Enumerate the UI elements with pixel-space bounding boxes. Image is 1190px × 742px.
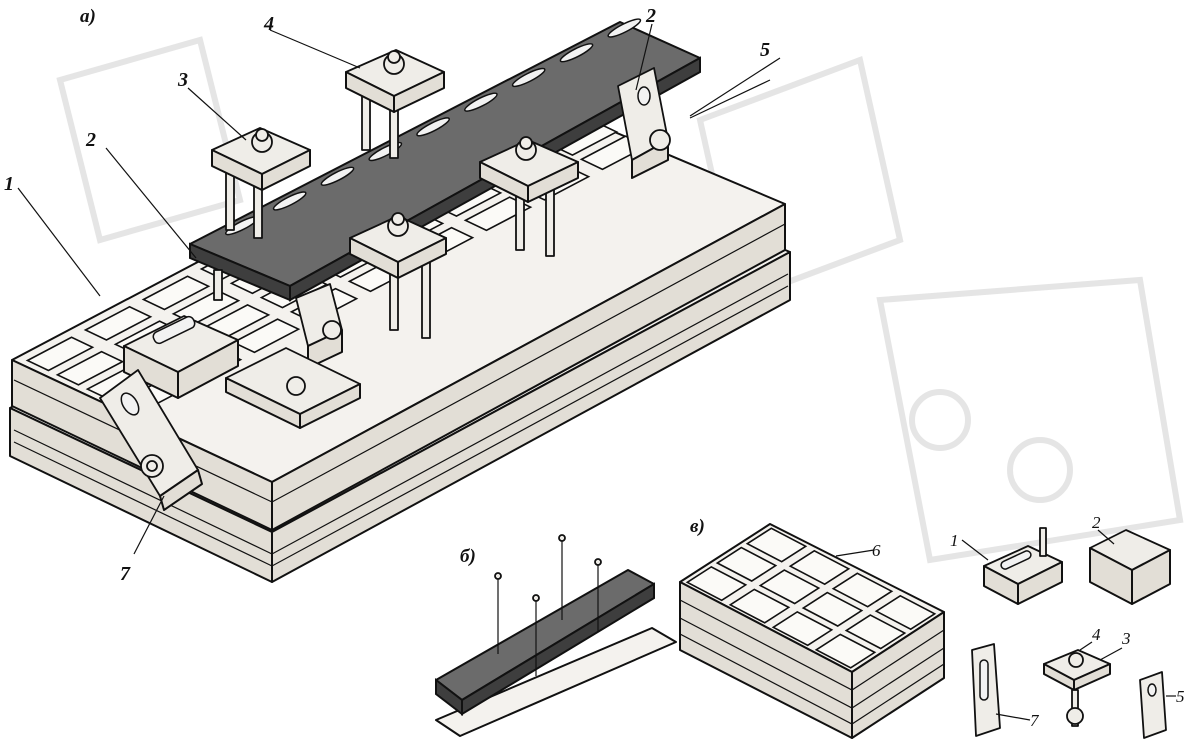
pad [25,336,95,372]
label-v-6: 6 [872,541,881,560]
view-label-b: б) [460,546,476,567]
tile [715,546,778,582]
detail-part-1: 1 [950,527,1063,605]
strap-7 [99,369,203,511]
workpiece-slot [559,43,594,63]
pad [463,196,533,232]
detail-part-3-4: 4 3 [1043,625,1131,727]
label-part-3: 3 [1121,629,1131,648]
clamp-mid [479,136,579,257]
label-a-2-right: 2 [645,5,656,27]
workpiece-slot [416,117,450,137]
locator-1 [123,269,239,399]
label-part-1: 1 [950,531,959,550]
detail-part-7: 7 [971,643,1040,737]
tile [728,588,791,624]
workpiece-slot [607,18,642,38]
clamp-3 [211,127,311,239]
label-a-1: 1 [4,173,14,195]
workpiece-slot [272,191,307,211]
workpiece-slot [511,67,546,88]
workpiece-slot [464,92,498,112]
label-part-5: 5 [1176,687,1185,706]
tile-plate-view-v: в) 6 [679,516,945,739]
tile [844,614,907,650]
tile [685,565,748,602]
clamp-4 [345,49,445,159]
tile [801,591,864,627]
label-part-7: 7 [1030,711,1040,730]
tile [814,633,877,669]
tile [788,549,851,586]
pad [231,318,301,354]
upright-5 [617,67,671,179]
label-part-2: 2 [1092,513,1101,532]
pad [55,350,125,386]
workpiece-slot [320,166,355,186]
tile [758,569,821,605]
front-clamp-bar [225,347,361,429]
detail-part-2: 2 [1089,513,1171,605]
view-label-v: в) [690,516,705,537]
upright-2-left [295,283,343,369]
leader-lines-a [17,23,781,555]
label-part-4: 4 [1092,625,1101,644]
tile [745,527,808,563]
label-a-2-left: 2 [85,129,96,151]
tile-grid [685,527,937,669]
label-a-4: 4 [263,13,274,35]
label-a-5: 5 [760,39,770,61]
pad [141,275,211,311]
assembly-view-a: а) 1 2 3 4 2 5 7 [4,5,791,585]
detail-part-5: 5 [1139,671,1185,739]
laminate-pins [494,534,602,676]
pad [83,305,153,341]
view-label-a: а) [80,6,96,27]
tile [831,572,894,608]
clamp-front [349,212,447,339]
label-a-3: 3 [177,69,188,91]
label-a-7: 7 [120,563,131,585]
tile [771,610,834,647]
tile [874,594,937,631]
laminate-view-b: б) [435,534,677,737]
